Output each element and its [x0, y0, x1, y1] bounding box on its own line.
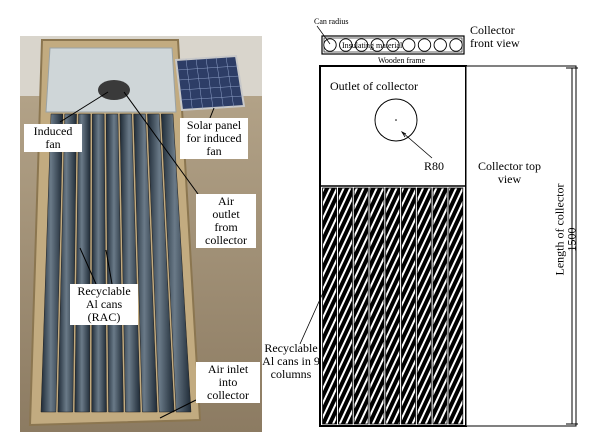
front-view-can — [386, 38, 400, 52]
solar-panel-cell-line — [178, 75, 240, 81]
label-rac: Recyclable Al cans (RAC) — [70, 284, 138, 325]
solar-panel-cell-line — [179, 85, 241, 91]
label-induced-fan: Induced fan — [24, 124, 82, 152]
front-view-can — [370, 38, 384, 52]
label-air-inlet: Air inlet into collector — [196, 362, 260, 403]
collector-outlet-chamber — [45, 47, 177, 113]
label-can-radius: Can radius — [314, 17, 349, 26]
induced-fan-shape — [98, 80, 130, 100]
solar-panel-cell-line — [225, 56, 234, 107]
front-view-can — [402, 38, 416, 52]
photo-can-column — [40, 113, 64, 413]
top-view-can-column — [416, 187, 432, 425]
top-view-can-column — [369, 187, 385, 425]
photo-can-column — [91, 113, 107, 413]
front-view-drawing — [316, 25, 465, 55]
callout-air-outlet — [123, 91, 199, 195]
collector-photo — [20, 36, 262, 432]
front-view-can — [417, 38, 432, 52]
solar-panel-cell-line — [177, 65, 238, 71]
callout-rac-2 — [105, 249, 113, 285]
label-length-value: 1500 — [564, 227, 579, 252]
top-view-can-column — [432, 187, 448, 425]
label-wooden-frame: Wooden frame — [378, 56, 426, 65]
label-front-view-title: Collector front view — [470, 23, 520, 50]
callout-air-inlet — [159, 399, 197, 419]
callout-r80-arrowhead — [400, 131, 407, 138]
top-view-can-columns — [322, 187, 464, 425]
front-view-can — [339, 38, 353, 52]
top-view-can-column — [448, 187, 464, 425]
outlet-center — [395, 119, 397, 121]
top-view-side-panel — [465, 65, 577, 427]
label-insulating-material: Insulating material — [342, 41, 403, 50]
solar-panel-grid — [177, 56, 243, 110]
callout-solar-panel — [209, 107, 215, 119]
label-outlet-of-collector: Outlet of collector — [330, 79, 418, 93]
solar-panel-cell-line — [205, 57, 214, 109]
solar-panel-cell-line — [180, 95, 243, 101]
callout-induced-fan — [59, 91, 109, 123]
photo-can-columns — [40, 113, 192, 413]
top-view-can-column — [385, 187, 401, 425]
label-top-view-title: Collector top view — [478, 159, 541, 186]
callout-rac-1 — [79, 247, 97, 285]
solar-panel-cell-line — [215, 57, 224, 108]
photo-can-column — [147, 113, 175, 413]
top-view-can-column — [337, 187, 353, 425]
front-view-can — [433, 38, 447, 52]
top-view-can-column — [322, 187, 337, 425]
photo-can-column — [133, 113, 158, 413]
label-cans-in-columns: Recyclable Al cans in 9 columns — [262, 341, 320, 381]
photo-can-column — [160, 113, 192, 413]
callout-can-radius — [316, 25, 331, 45]
front-view-can — [323, 38, 337, 52]
top-view-can-column — [353, 187, 369, 425]
callout-r80 — [401, 131, 433, 159]
label-air-outlet: Air outlet from collector — [196, 194, 256, 248]
solar-panel-cell-line — [185, 59, 193, 110]
solar-panel-shape — [174, 54, 246, 112]
top-view-can-column — [401, 187, 416, 425]
solar-panel-cell-line — [195, 58, 203, 109]
front-view-can — [354, 38, 369, 52]
callout-cans-columns — [299, 285, 327, 345]
front-view-can — [449, 38, 463, 52]
front-view-cans — [323, 38, 463, 52]
label-r80: R80 — [424, 159, 445, 173]
photo-callout-lines — [59, 91, 215, 419]
label-solar-panel: Solar panel for induced fan — [180, 118, 248, 159]
top-view-drawing — [299, 65, 578, 427]
